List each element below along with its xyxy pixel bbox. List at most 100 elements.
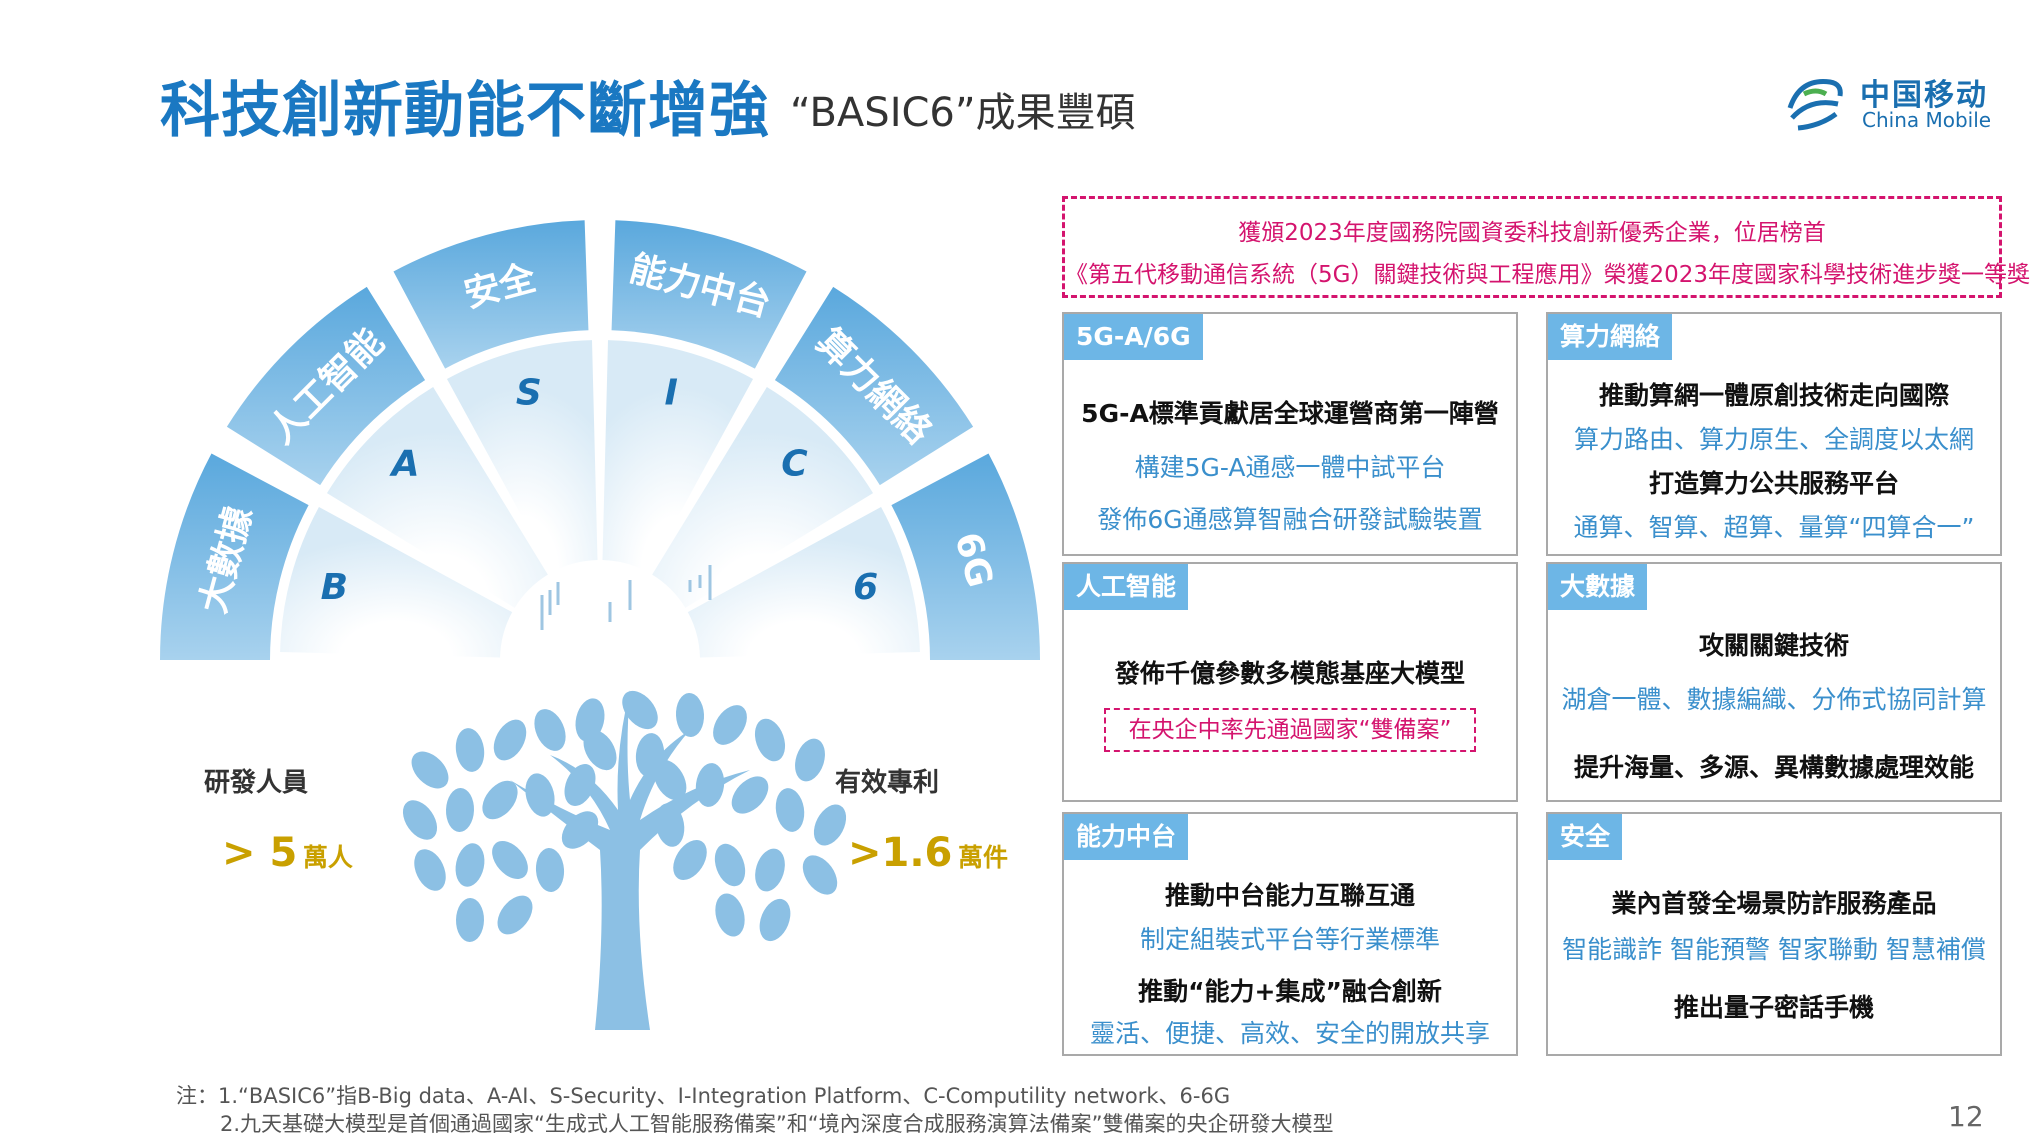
basic6-letter: I — [664, 372, 677, 413]
card-line: 靈活、便捷、高效、安全的開放共享 — [1089, 1019, 1490, 1048]
tree-leaf — [455, 898, 485, 942]
card-line: 業內首發全場景防詐服務產品 — [1611, 889, 1937, 918]
rd-staff-number: > 5 — [222, 830, 298, 876]
basic6-letter: S — [516, 372, 542, 413]
tree-leaf — [445, 788, 475, 832]
page-title: 科技創新動能不斷增強 — [160, 76, 770, 146]
card-line: 湖倉一體、數據編織、分佈式協同計算 — [1561, 685, 1987, 714]
tree-leaf — [411, 751, 449, 789]
card-line: 攻關關鍵技術 — [1698, 631, 1849, 660]
tree-leaf — [731, 776, 769, 814]
tree-leaf — [715, 893, 745, 937]
card-line: 智能識詐 智能預警 智家聯動 智慧補償 — [1562, 935, 1986, 964]
outer-arc-segment — [891, 453, 1040, 660]
tree-leaf — [534, 709, 566, 751]
logo-chinese-text: 中国移动 — [1860, 78, 1988, 113]
card-tag: 人工智能 — [1064, 564, 1189, 610]
card-line: 推動中台能力互聯互通 — [1164, 881, 1415, 910]
inner-arc-segment — [602, 340, 754, 573]
tree-leaf — [673, 840, 707, 880]
tree-leaf — [795, 738, 825, 782]
inner-arc-segment — [652, 386, 874, 608]
outer-arc-segments — [160, 220, 1040, 660]
tree-leaf — [561, 811, 599, 849]
china-mobile-swirl-icon — [1787, 79, 1843, 131]
tree-leaf — [813, 804, 847, 846]
card-5g-6g: 5G-A/6G 5G-A標準貢獻居全球運營商第一陣營 構建5G-A通感一體中試平… — [1062, 312, 1518, 556]
data-bars-decoration — [540, 565, 712, 630]
outer-arc-segment — [774, 286, 974, 486]
outer-arc-segment — [393, 220, 589, 369]
card-ai: 人工智能 發佈千億參數多模態基座大模型 在央企中率先通過國家“雙備案” — [1062, 562, 1518, 802]
tree-leaf — [564, 764, 596, 806]
rd-staff-label: 研發人員 — [204, 768, 309, 798]
tree-leaf — [775, 788, 805, 832]
dual-filing-text: 在央企中率先通過國家“雙備案” — [1128, 717, 1452, 743]
tree-leaf — [455, 728, 485, 772]
card-line: 打造算力公共服務平台 — [1648, 469, 1899, 498]
tree-leaf — [653, 759, 687, 801]
award-line-1: 獲頒2023年度國務院國資委科技創新優秀企業，位居榜首 — [1238, 220, 1826, 246]
card-line: 通算、智算、超算、量算“四算合一” — [1573, 513, 1975, 542]
basic6-letter: 6 — [853, 567, 878, 608]
card-line: 提升海量、多源、異構數據處理效能 — [1573, 753, 1974, 782]
basic6-letter: B — [321, 567, 348, 608]
card-tag: 能力中台 — [1064, 814, 1189, 860]
tree-leaf — [655, 803, 685, 847]
footnote-1: 注：1.“BASIC6”指B-Big data、A-AI、S-Security、… — [176, 1084, 1231, 1108]
card-tag: 大數據 — [1548, 564, 1648, 610]
logo-english-text: China Mobile — [1862, 108, 1992, 132]
tree-leaf — [492, 841, 528, 879]
tree-leaf — [802, 855, 838, 895]
tree-leaf — [455, 843, 485, 887]
basic6-letter: C — [781, 444, 808, 485]
tree-leaf — [754, 718, 786, 762]
tree-leaf — [635, 733, 665, 777]
inner-arc-segment — [280, 506, 513, 658]
card-line: 構建5G-A通感一體中試平台 — [1134, 453, 1446, 482]
patents-number: >1.6 — [848, 830, 953, 876]
footnote-2: 2.九天基礎大模型是首個通過國家“生成式人工智能服務備案”和“境內深度合成服務演… — [220, 1112, 1334, 1136]
tree-leaf — [695, 763, 725, 807]
card-line: 算力路由、算力原生、全調度以太網 — [1573, 425, 1974, 454]
award-line-2: 《第五代移動通信系統（5G）關鍵技術與工程應用》榮獲2023年度國家科學技術進步… — [1065, 262, 2030, 288]
card-line: 推出量子密話手機 — [1673, 993, 1874, 1022]
outer-arc-segment — [611, 220, 807, 369]
patents-unit: 萬件 — [957, 843, 1008, 872]
tree-leaf — [482, 780, 518, 820]
card-capability-platform: 能力中台 推動中台能力互聯互通 制定組裝式平台等行業標準 推動“能力+集成”融合… — [1062, 812, 1518, 1056]
rd-staff-unit: 萬人 — [302, 843, 353, 872]
tree-leaf — [497, 895, 533, 935]
china-mobile-logo: 中国移动 China Mobile — [1780, 66, 2000, 140]
card-compute-network: 算力網絡 推動算網一體原創技術走向國際 算力路由、算力原生、全調度以太網 打造算… — [1546, 312, 2002, 556]
card-security: 安全 業內首發全場景防詐服務產品 智能識詐 智能預警 智家聯動 智慧補償 推出量… — [1546, 812, 2002, 1056]
card-line: 推動算網一體原創技術走向國際 — [1598, 381, 1949, 410]
tree-leaf — [402, 800, 438, 840]
card-tag: 算力網絡 — [1548, 314, 1673, 360]
tree-leaf — [755, 848, 785, 892]
tree-icon — [402, 690, 847, 1030]
page-number: 12 — [1948, 1100, 1984, 1133]
tree-leaf — [414, 849, 446, 891]
patents-label: 有效專利 — [835, 768, 940, 798]
inner-arc-segment — [687, 506, 920, 658]
tree-leaf — [535, 848, 565, 892]
card-tag: 安全 — [1548, 814, 1623, 860]
card-line: 5G-A標準貢獻居全球運營商第一陣營 — [1081, 399, 1499, 428]
tree-leaf — [493, 719, 527, 761]
dual-filing-box: 在央企中率先通過國家“雙備案” — [1104, 708, 1476, 752]
tree-leaf — [714, 843, 746, 887]
card-line: 推動“能力+集成”融合創新 — [1138, 977, 1442, 1006]
card-tag: 5G-A/6G — [1064, 314, 1203, 360]
page-subtitle: “BASIC6”成果豐碩 — [790, 90, 1136, 136]
tree-leaf — [525, 773, 555, 817]
card-line: 發佈千億參數多模態基座大模型 — [1114, 659, 1465, 688]
patents-value: >1.6 萬件 — [848, 830, 1008, 876]
tree-leaf — [675, 693, 705, 737]
award-box: 獲頒2023年度國務院國資委科技創新優秀企業，位居榜首 《第五代移動通信系統（5… — [1062, 196, 2030, 298]
tree-leaf — [713, 705, 747, 745]
inner-arc-segments — [280, 340, 920, 658]
basic6-letter: A — [389, 444, 420, 485]
card-big-data: 大數據 攻關關鍵技術 湖倉一體、數據編織、分佈式協同計算 提升海量、多源、異構數… — [1546, 562, 2002, 802]
tree-leaf — [759, 898, 791, 942]
